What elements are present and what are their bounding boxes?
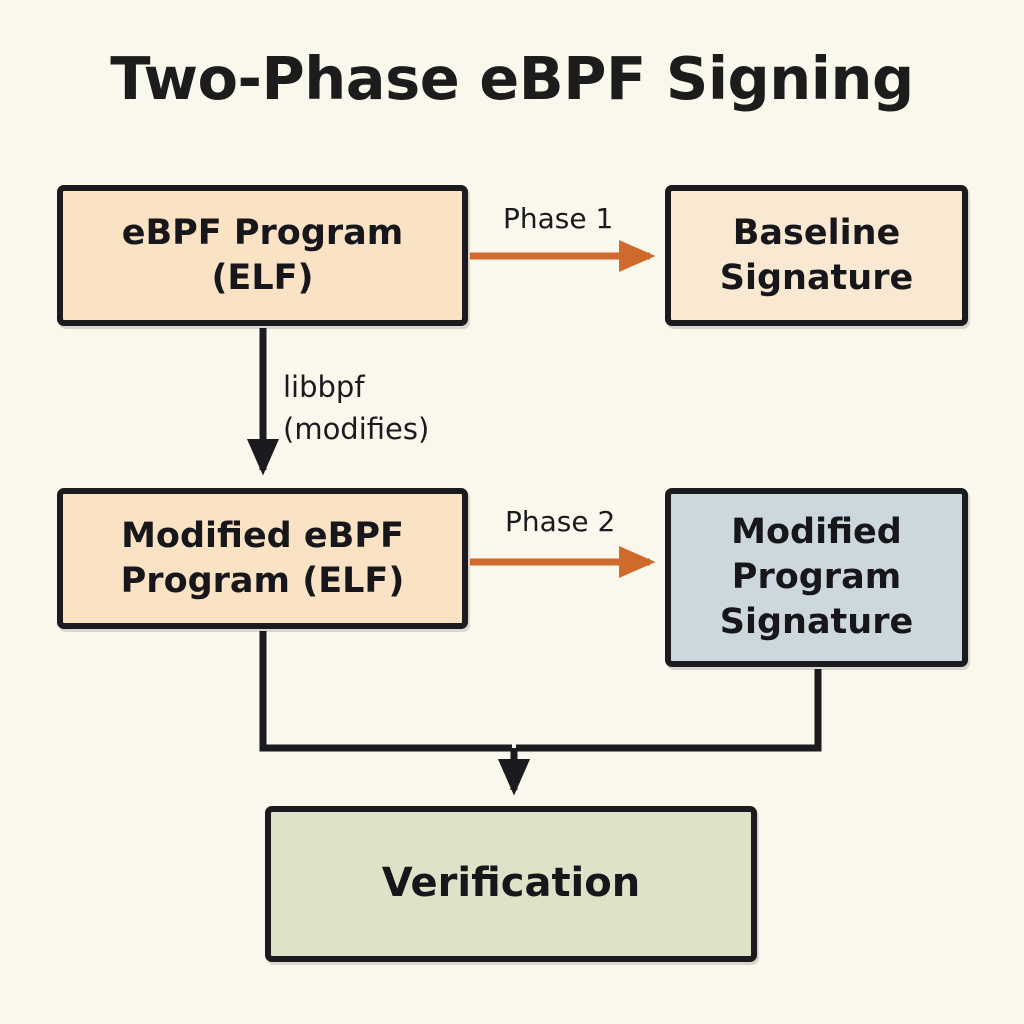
edge-label-libbpf-line1: libbpf	[283, 370, 365, 404]
node-verification-label: Verification	[381, 860, 641, 907]
edge-label-phase-1: Phase 1	[503, 202, 614, 235]
node-ebpf-program-line1: eBPF Program	[121, 212, 404, 253]
node-modified-program[interactable]: Modified eBPF Program (ELF)	[57, 488, 468, 629]
node-modified-signature-line3: Signature	[719, 601, 914, 642]
page-title: Two-Phase eBPF Signing	[110, 44, 914, 113]
node-modified-signature-line2: Program	[731, 557, 902, 598]
node-baseline-signature-line2: Signature	[719, 257, 914, 298]
node-modified-program-line1: Modified eBPF	[121, 515, 404, 556]
node-ebpf-program-line2: (ELF)	[211, 257, 314, 298]
edge-label-libbpf: libbpf (modifies)	[283, 366, 429, 450]
node-modified-signature-line1: Modified	[731, 512, 902, 553]
node-ebpf-program[interactable]: eBPF Program (ELF)	[57, 185, 468, 326]
edge-label-phase-2: Phase 2	[505, 505, 616, 538]
node-modified-signature[interactable]: Modified Program Signature	[665, 488, 968, 667]
edge-verify-left	[259, 631, 512, 752]
node-modified-program-line2: Program (ELF)	[120, 560, 405, 601]
node-baseline-signature-line1: Baseline	[732, 212, 901, 253]
node-verification[interactable]: Verification	[265, 806, 757, 962]
node-baseline-signature[interactable]: Baseline Signature	[665, 185, 968, 326]
edge-label-libbpf-line2: (modifies)	[283, 412, 430, 447]
edge-verify-right	[516, 669, 822, 752]
